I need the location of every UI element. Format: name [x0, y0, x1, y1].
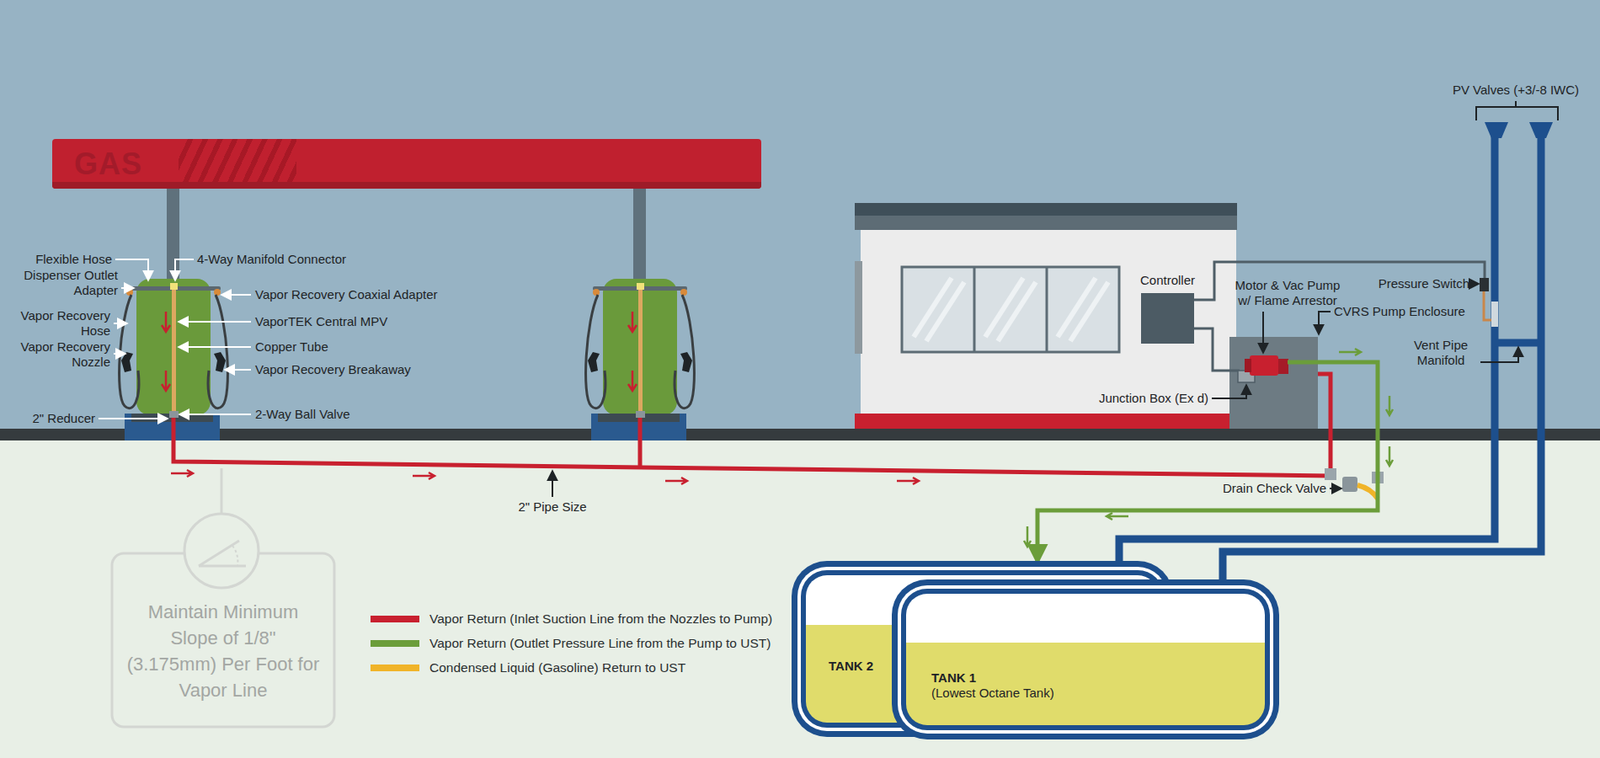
- legend-row: Vapor Return (Inlet Suction Line from th…: [370, 606, 773, 631]
- tank-liquid: [906, 593, 1265, 726]
- part-label: 2" Reducer: [32, 410, 96, 427]
- part-label: Junction Box (Ex d): [1098, 390, 1209, 406]
- part-label: Copper Tube: [255, 339, 329, 355]
- node-title: GAS: [74, 146, 143, 182]
- controller-box: Controller: [1141, 293, 1195, 344]
- part-label: Flexible Hose: [35, 251, 112, 267]
- part-label: Dispenser Outlet Adapter: [16, 267, 118, 299]
- pipe-connector: [1037, 362, 1378, 561]
- node-title: CVRS Pump Enclosure: [1333, 304, 1466, 319]
- part-label: 2-Way Ball Valve: [255, 406, 351, 422]
- tank: TANK 1(Lowest Octane Tank): [891, 579, 1280, 740]
- canopy-stripe: [52, 181, 762, 189]
- part-label: Vent Pipe Manifold: [1405, 337, 1478, 368]
- part-label: Drain Check Valve: [1222, 480, 1327, 496]
- canopy-band: GAS: [52, 138, 762, 189]
- part-label: 2" Pipe Size: [517, 499, 587, 515]
- part-label: Vapor Recovery Breakaway: [255, 362, 411, 378]
- part-label: Vapor Recovery Nozzle: [16, 339, 111, 370]
- canopy-stripe: [178, 138, 297, 182]
- node-title: TANK 1: [931, 670, 976, 685]
- part-label: 4-Way Manifold Connector: [197, 251, 347, 267]
- node-subtitle: (Lowest Octane Tank): [931, 685, 1055, 700]
- legend-swatch: [370, 615, 420, 623]
- legend-text: Condensed Liquid (Gasoline) Return to US…: [429, 660, 686, 676]
- part-label: VaporTEK Central MPV: [255, 314, 388, 330]
- part-label: Vapor Recovery Hose: [16, 308, 111, 339]
- legend-text: Vapor Return (Inlet Suction Line from th…: [429, 611, 773, 627]
- node-title: TANK 2: [828, 658, 874, 673]
- legend-swatch: [370, 664, 420, 672]
- slope-note: Maintain Minimum Slope of 1/8" (3.175mm)…: [112, 553, 335, 727]
- legend-row: Vapor Return (Outlet Pressure Line from …: [370, 630, 773, 656]
- part-label: Pressure Switch: [1378, 276, 1470, 292]
- pipe-connector: [1194, 328, 1230, 371]
- part-label: Motor & Vac Pump w/ Flame Arrestor: [1232, 277, 1343, 309]
- pump-enclosure: CVRS Pump Enclosure: [1229, 336, 1318, 429]
- part-label: Vapor Recovery Coaxial Adapter: [255, 287, 438, 303]
- legend-text: Vapor Return (Outlet Pressure Line from …: [429, 635, 771, 651]
- node-title: Controller: [1140, 272, 1195, 288]
- legend: Vapor Return (Inlet Suction Line from th…: [370, 606, 773, 680]
- node-title: Maintain Minimum Slope of 1/8" (3.175mm)…: [126, 598, 320, 704]
- legend-row: Condensed Liquid (Gasoline) Return to US…: [370, 655, 773, 680]
- legend-swatch: [370, 640, 420, 647]
- part-label: PV Valves (+3/-8 IWC): [1452, 82, 1579, 98]
